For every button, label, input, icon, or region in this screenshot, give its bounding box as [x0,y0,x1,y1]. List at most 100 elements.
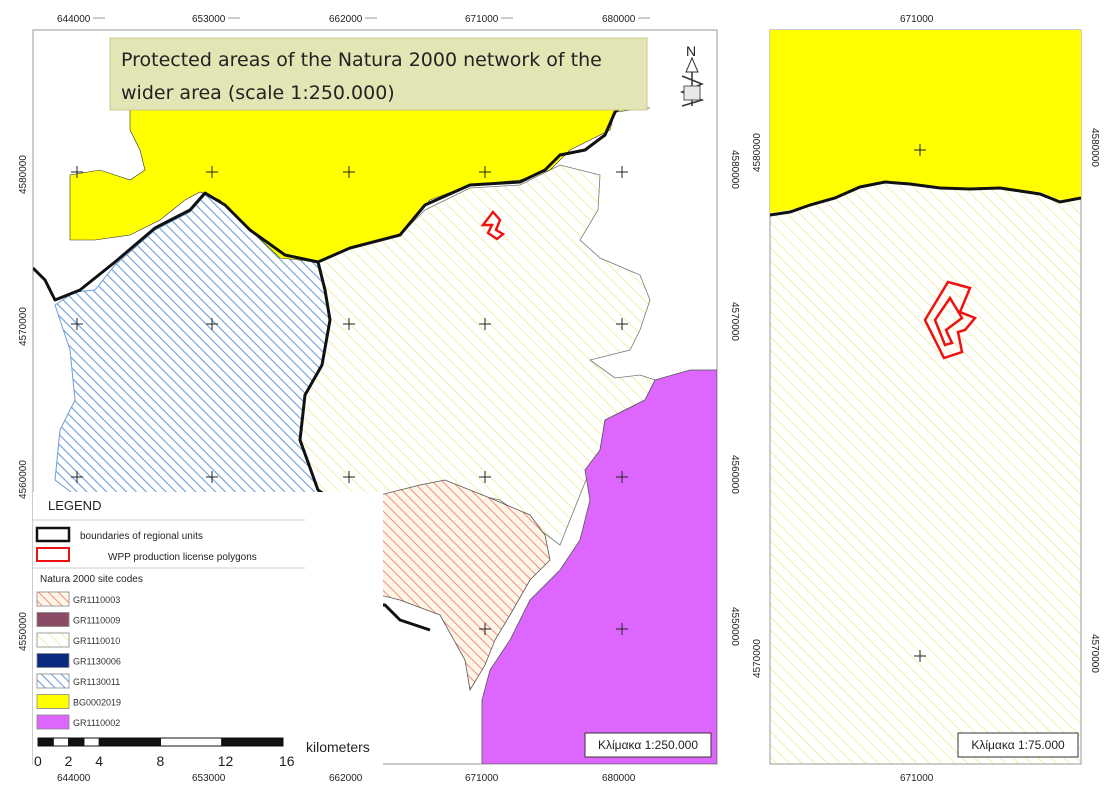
main-y-ticks-right: 4580000 4570000 4560000 4550000 [729,150,740,646]
grid-cross [616,166,628,178]
y-tick-label-right: 4570000 [729,302,740,341]
scale-bar-label: 4 [95,753,103,769]
legend-site-swatch [36,632,70,648]
inset-grid-crosses [914,144,926,662]
grid-cross [343,166,355,178]
grid-cross [616,471,628,483]
inset-x-tick-label-bottom: 671000 [900,773,934,784]
inset-y-tick-label-right: 4580000 [1089,128,1100,167]
area-gr1110002 [481,369,717,764]
scale-bar-segment [52,737,70,747]
inset-area-bg0002019 [770,30,1081,213]
y-tick-label-left: 4550000 [18,612,29,651]
legend-site-code: GR1110003 [73,595,120,605]
grid-cross [71,318,83,330]
y-tick-label-left: 4560000 [18,460,29,499]
grid-cross [479,623,491,635]
legend-site-item: GR1110009 [36,612,120,627]
grid-cross [206,166,218,178]
legend-site-code: GR1130011 [73,677,120,687]
inset-y-ticks: 4580000 4580000 4570000 4570000 [752,128,1100,678]
inset-boundary [770,180,1081,217]
scale-bar-segment [83,737,100,747]
grid-cross [71,166,83,178]
legend-site-item: BG0002019 [36,694,121,709]
legend-site-swatch [36,653,70,668]
inset-grid-cross [914,144,926,156]
legend: LEGEND boundaries of regional units WPP … [33,492,383,772]
grid-cross [343,318,355,330]
wpp-polygon-inset [923,280,978,360]
legend-site-swatch [36,673,70,689]
scale-bar-segment [68,737,85,747]
y-tick-label-right: 4580000 [729,150,740,189]
inset-y-tick-label-left: 4580000 [752,133,763,172]
scale-bar-segments [37,737,284,747]
legend-swatch-boundary [35,526,71,543]
main-scale-box: Κλίμακα 1:250.000 [584,732,712,758]
north-arrow-icon: N [679,43,705,107]
inset-y-tick-label-left: 4570000 [752,639,763,678]
legend-site-code: BG0002019 [73,698,121,708]
inset-scale-box: Κλίμακα 1:75.000 [957,732,1079,758]
inset-y-tick-label-right: 4570000 [1089,634,1100,673]
legend-site-item: GR1110003 [36,591,120,607]
grid-cross [479,318,491,330]
scale-bar-segment [160,737,223,747]
legend-title: LEGEND [48,498,101,513]
legend-site-code: GR1110009 [73,616,120,626]
x-tick-label-top: 644000 [57,14,91,25]
inset-x-ticks: 671000 671000 [900,14,934,784]
map-title-box: Protected areas of the Natura 2000 netwo… [109,37,648,111]
x-tick-label-top: 653000 [192,14,226,25]
scale-bar-segment [37,737,54,747]
x-tick-label-bottom: 644000 [57,773,91,784]
grid-cross [343,471,355,483]
inset-x-tick-label-top: 671000 [900,14,934,25]
x-tick-label-top: 680000 [602,14,636,25]
grid-cross [71,471,83,483]
x-tick-label-bottom: 671000 [465,773,499,784]
inset-map: 671000 671000 4580000 4580000 4570000 457000… [752,14,1100,784]
legend-site-swatch [36,694,70,709]
legend-swatch-wpp [36,547,70,562]
scale-bar-label: 2 [65,753,73,769]
scale-bar-label: 8 [157,753,165,769]
x-tick-label-bottom: 662000 [329,773,363,784]
legend-boundary-label: boundaries of regional units [80,531,203,542]
legend-site-item: GR1130006 [36,653,121,668]
scale-bar-segment [98,737,161,747]
legend-site-code: GR1110010 [73,636,120,646]
title-background [109,37,648,111]
grid-cross [206,471,218,483]
legend-site-swatch [36,714,70,730]
legend-site-list: GR1110003GR1110009GR1110010GR1130006GR11… [36,591,121,730]
legend-wpp-label: WPP production license polygons [108,552,257,563]
legend-site-swatch [36,612,70,627]
grid-cross [479,471,491,483]
grid-cross [616,318,628,330]
y-tick-label-right: 4560000 [729,455,740,494]
legend-natura-title: Natura 2000 site codes [40,574,143,585]
y-tick-label-left: 4570000 [18,307,29,346]
inset-scale-text: Κλίμακα 1:75.000 [971,738,1065,752]
main-scale-text: Κλίμακα 1:250.000 [598,738,698,752]
x-tick-label-top: 662000 [329,14,363,25]
legend-background [33,492,383,772]
y-tick-label-right: 4550000 [729,607,740,646]
scale-bar-unit: kilometers [306,739,370,755]
inset-grid-cross [914,650,926,662]
legend-site-code: GR1110002 [73,718,120,728]
scale-bar-label: 0 [34,753,42,769]
legend-site-swatch [36,591,70,607]
legend-site-item: GR1110002 [36,714,120,730]
wpp-polygon-main [480,210,506,241]
map-title-line-2: wider area (scale 1:250.000) [121,82,395,104]
x-tick-label-bottom: 680000 [602,773,636,784]
